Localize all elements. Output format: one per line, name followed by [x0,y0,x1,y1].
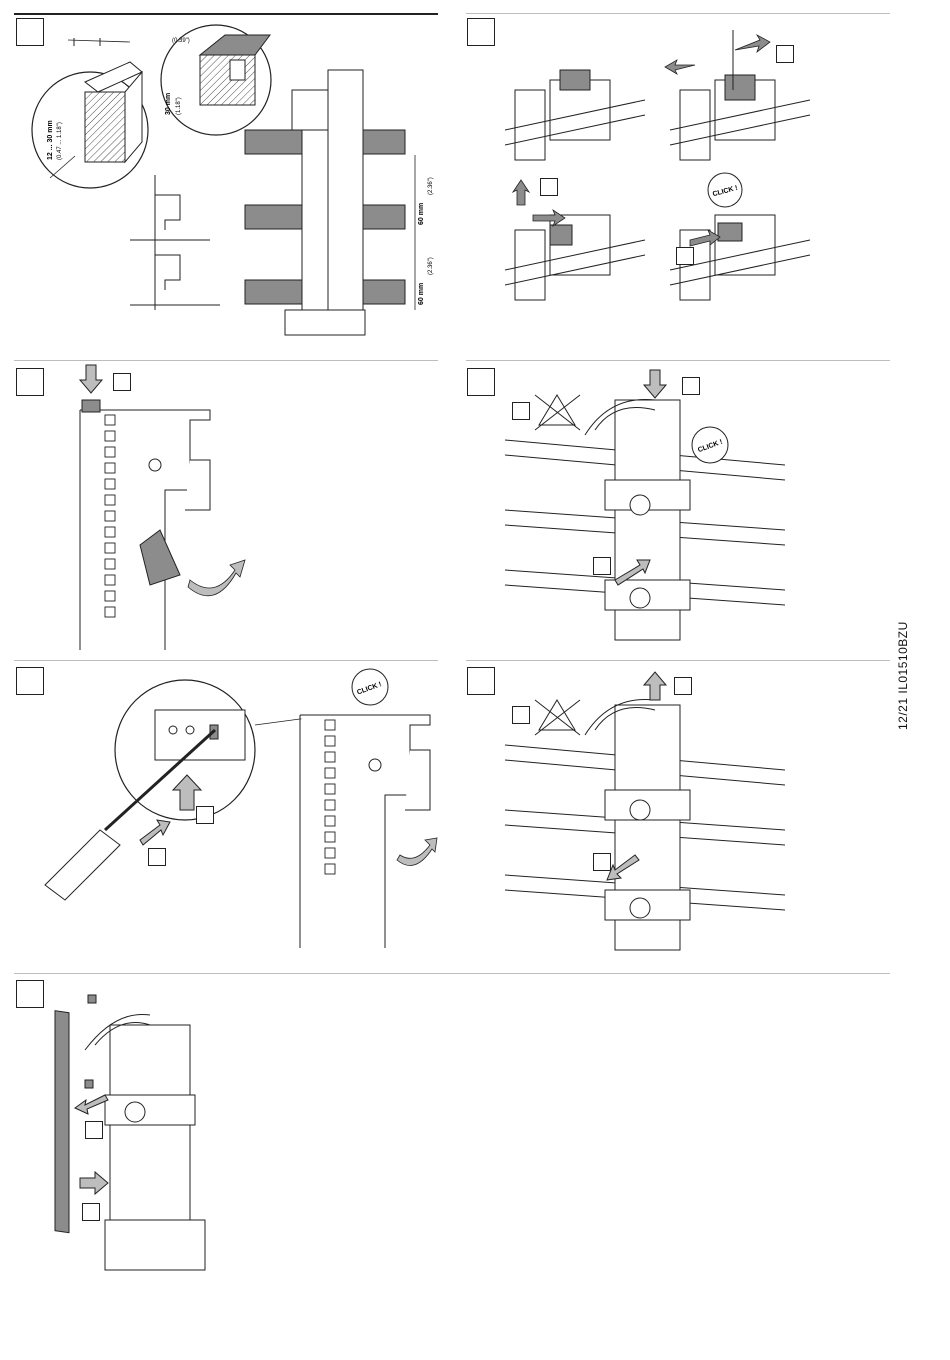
top-rule-right [466,13,890,14]
arrow-7b [80,1172,108,1194]
vertical-base-6 [605,705,690,950]
vertical-base [605,400,690,640]
rail-removal [505,670,790,955]
module-adapter-sequence: CLICK ! [505,30,825,320]
screwdriver-release: CLICK ! [45,670,440,950]
side-profile [130,175,220,310]
mini-box-6a [674,677,692,695]
mini-box-2a [776,45,794,63]
step-box-5 [16,667,44,695]
mini-box-7b [82,1203,100,1221]
mini-box-4c [593,557,611,575]
busbar-dimension-illustration: 12 ... 30 mm (0.47 ... 1.18") (0.39") 30… [30,20,440,350]
down-arrow-4 [644,370,666,398]
document-code: 12/21 IL01510BZU [896,621,910,730]
width-dim-label: 12 ... 30 mm [47,120,54,160]
arrow-5b [140,820,170,845]
section-rule-2b [466,360,890,361]
mini-box-3 [113,373,131,391]
mini-box-6b [512,706,530,724]
busbar-clamp-section [200,35,270,105]
small-dim-in: (0.39") [172,38,190,44]
mini-box-4b [512,402,530,420]
step-box-6 [467,667,495,695]
busbar-cross-section [85,62,142,162]
spacing-1-in: (2.36") [428,177,434,195]
arrow-7a [75,1095,108,1114]
mini-box-2c [676,247,694,265]
spacing-2-in: (2.36") [428,257,434,275]
side-cover [55,1011,69,1233]
mini-box-2b [540,178,558,196]
width-dim-label-in: (0.47 ... 1.18") [57,122,63,160]
mini-box-5b [148,848,166,866]
height-dim-label-in: (1.18") [176,97,182,115]
no-tool-icon-6 [535,700,580,735]
mini-box-6c [593,853,611,871]
spacing-1: 60 mm [418,203,425,225]
section-rule-3 [14,660,438,661]
section-rule-4 [14,973,890,974]
section-rule-3b [466,660,890,661]
mini-box-5a [196,806,214,824]
section-rule-2 [14,360,438,361]
no-tool-icon [535,395,580,430]
cover-assembly [50,990,200,1280]
mini-box-4a [682,377,700,395]
mini-box-7a [85,1121,103,1139]
module-view-3 [505,215,645,300]
step-box-7 [16,980,44,1008]
rotate-arrow [188,560,245,596]
step-box-4 [467,368,495,396]
top-rule-left [14,13,438,15]
vertical-base-7 [105,1025,205,1270]
spacing-2: 60 mm [418,283,425,305]
module-view-1 [505,70,645,160]
base-snap-section [40,365,260,655]
height-dim-label: 30 mm [165,93,172,115]
rotate-arrow-5 [397,838,437,865]
up-arrow-6 [644,672,666,700]
step-box-2 [467,18,495,46]
rail-mounting: CLICK ! [505,370,790,650]
down-arrow-3 [80,365,102,393]
arrow-5a [173,775,201,810]
